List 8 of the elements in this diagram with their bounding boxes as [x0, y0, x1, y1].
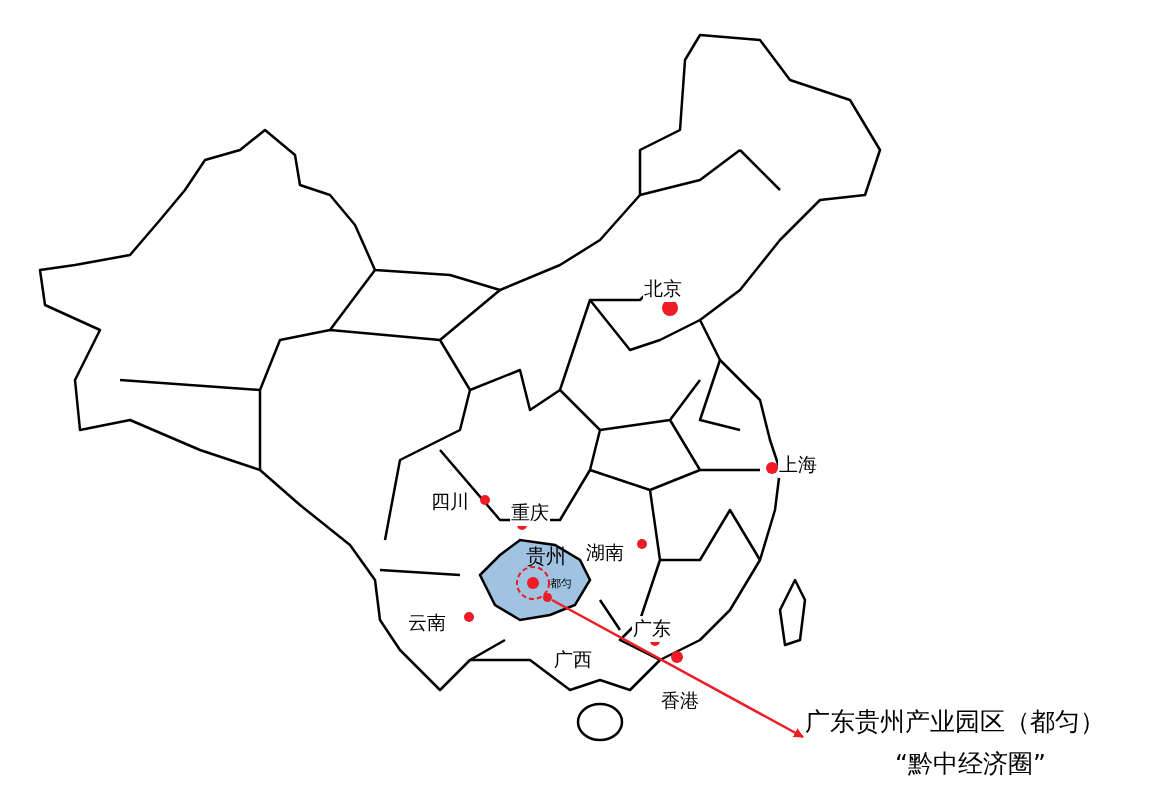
province-label: 贵州 [526, 543, 566, 570]
place-label: 北京 [643, 276, 683, 302]
callout-title: 广东贵州产业园区（都匀） [805, 706, 1105, 738]
place-label: 广东 [632, 616, 672, 642]
place-label: 都匀 [550, 576, 572, 591]
callout-subtitle: “黔中经济圈” [895, 748, 1046, 780]
place-label: 重庆 [510, 500, 550, 526]
place-label: 上海 [778, 452, 818, 478]
